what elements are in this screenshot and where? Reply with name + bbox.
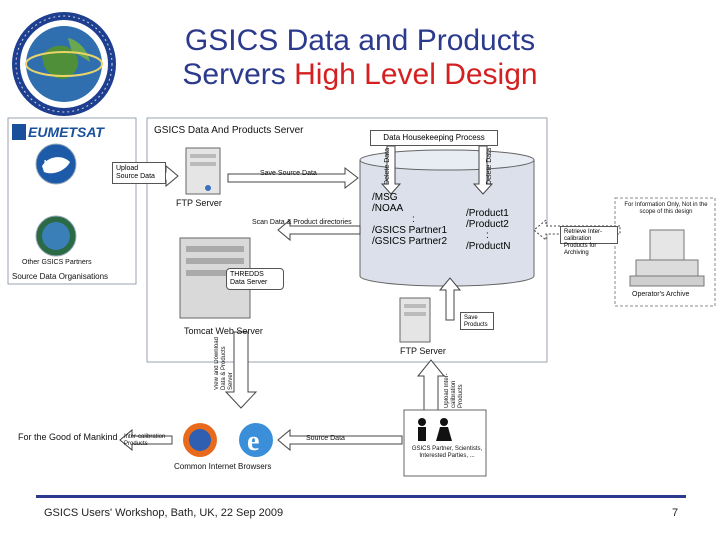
- storage-noaa: /NOAA: [372, 203, 404, 214]
- source-orgs-caption: Source Data Organisations: [12, 272, 109, 281]
- save-products-box: Save Products: [460, 312, 494, 330]
- slide-title: GSICS Data and Products Servers High Lev…: [150, 24, 570, 92]
- thredds-box: THREDDS Data Server: [226, 268, 284, 290]
- page-number: 7: [672, 507, 679, 519]
- intercal-products-label: Inter-calibration Products: [124, 434, 166, 447]
- browsers-label: Common Internet Browsers: [174, 462, 272, 471]
- storage-right-list: /Product1 /Product2 : /ProductN: [466, 208, 510, 252]
- gsics-logo-icon: [12, 12, 116, 116]
- upload-products-label: Upload Inter-calibration Products: [444, 373, 464, 408]
- retrieve-box: Retrieve Inter-calibration Products for …: [560, 226, 618, 256]
- title-highlight: High Level Design: [294, 58, 538, 91]
- storage-ellipsis-right: :: [486, 230, 489, 241]
- tomcat-label: Tomcat Web Server: [184, 326, 263, 336]
- footer-rule: [36, 495, 686, 498]
- save-source-label: Save Source Data: [260, 170, 317, 177]
- partners-label: GSICS Partner, Scientists, Interested Pa…: [411, 446, 483, 459]
- good-of-mankind-label: For the Good of Mankind: [18, 432, 118, 442]
- storage-msg: /MSG: [372, 192, 398, 203]
- view-download-label: View and Download Data & Products Server: [214, 337, 234, 390]
- noaa-label: NOAA: [44, 160, 65, 167]
- upload-source-box: Upload Source Data: [112, 162, 166, 184]
- storage-left-list: /MSG /NOAA : /GSICS Partner1 /GSICS Part…: [372, 192, 447, 247]
- storage-product1: /Product1: [466, 208, 509, 219]
- source-data-label: Source Data: [306, 435, 345, 442]
- scan-label: Scan Data & Product directories: [252, 219, 352, 226]
- server-panel-title: GSICS Data And Products Server: [154, 125, 304, 136]
- storage-partner2: /GSICS Partner2: [372, 236, 448, 247]
- footer-text: GSICS Users' Workshop, Bath, UK, 22 Sep …: [44, 507, 284, 519]
- svg-text:e: e: [247, 426, 259, 457]
- archive-label: Operator's Archive: [632, 291, 690, 298]
- delete-label-right: Delete Data: [486, 148, 493, 185]
- ftp-server-top-label: FTP Server: [176, 198, 222, 208]
- title-line1: GSICS Data and Products: [184, 24, 536, 57]
- housekeeping-box: Data Housekeeping Process: [370, 130, 498, 146]
- info-only-label: For Information Only, Not in the scope o…: [624, 202, 708, 215]
- storage-partner1: /GSICS Partner1: [372, 225, 448, 236]
- title-line2: Servers: [182, 58, 295, 91]
- storage-product2: /Product2: [466, 219, 509, 230]
- ftp-server-bottom-label: FTP Server: [400, 346, 446, 356]
- other-partners-label: Other GSICS Partners: [22, 259, 92, 266]
- storage-ellipsis-left: :: [412, 214, 415, 225]
- delete-label-left: Delete Data: [384, 148, 391, 185]
- storage-productn: /ProductN: [466, 241, 511, 252]
- eumetsat-label: EUMETSAT: [28, 124, 104, 140]
- gsics-logo: [8, 8, 120, 120]
